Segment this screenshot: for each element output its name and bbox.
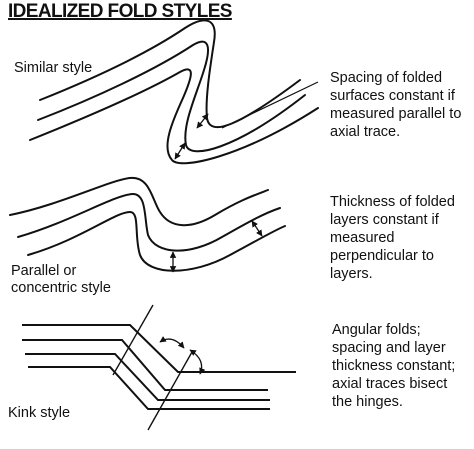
similar-fold-layer-2: [37, 40, 306, 153]
parallel-thickness-arrow-2: [251, 220, 263, 237]
parallel-desc-line: Thickness of folded: [330, 194, 455, 210]
similar-desc-line: surfaces constant if: [330, 88, 455, 104]
kink-desc-line: axial traces bisect: [332, 376, 448, 392]
similar-fold-layer-3: [29, 68, 319, 165]
parallel-desc-line: layers constant if: [330, 212, 439, 228]
kink-desc-line: spacing and layer: [332, 340, 446, 356]
parallel-fold-layer-3: [27, 210, 286, 272]
kink-fold-layer-2: [22, 339, 268, 391]
kink-fold-layer-1: [22, 324, 296, 373]
parallel-style-label-line-2: concentric style: [11, 280, 111, 296]
parallel-thickness-arrows: [169, 220, 263, 273]
kink-style-label: Kink style: [8, 405, 71, 421]
similar-desc-line: measured parallel to: [330, 106, 462, 122]
parallel-fold-drawing: [9, 176, 286, 272]
similar-spacing-arrow-2: [196, 113, 209, 129]
kink-desc-line: the hinges.: [332, 394, 403, 410]
kink-axial-trace-2: [147, 351, 193, 431]
similar-desc-line: Spacing of folded: [330, 70, 443, 86]
kink-fold-drawing: [22, 324, 296, 410]
kink-fold-layer-4: [28, 366, 270, 410]
similar-desc-line: axial trace.: [330, 124, 401, 140]
parallel-desc-line: measured: [330, 230, 395, 246]
kink-axial-traces: [112, 304, 193, 431]
parallel-fold-layer-2: [17, 192, 281, 252]
parallel-desc-line: layers.: [330, 266, 373, 282]
similar-spacing-arrows: [174, 113, 209, 160]
kink-bisect-arcs: [159, 336, 206, 375]
similar-spacing-arrow-1: [174, 142, 186, 160]
kink-bisect-arc-1: [159, 336, 185, 349]
kink-bisect-arc-2: [189, 349, 206, 375]
similar-leader-line: [221, 81, 319, 129]
similar-fold-layer-1: [39, 19, 301, 129]
kink-desc-line: thickness constant;: [332, 358, 456, 374]
kink-axial-trace-1: [112, 304, 154, 376]
kink-fold-layer-3: [25, 353, 270, 401]
similar-style-label: Similar style: [14, 60, 93, 76]
diagram-title: IDEALIZED FOLD STYLES: [8, 1, 232, 22]
parallel-style-label-line-1: Parallel or: [11, 263, 77, 279]
kink-desc-line: Angular folds;: [332, 322, 421, 338]
similar-fold-drawing: [29, 19, 319, 165]
parallel-fold-layer-1: [9, 176, 269, 227]
parallel-desc-line: perpendicular to: [330, 248, 434, 264]
